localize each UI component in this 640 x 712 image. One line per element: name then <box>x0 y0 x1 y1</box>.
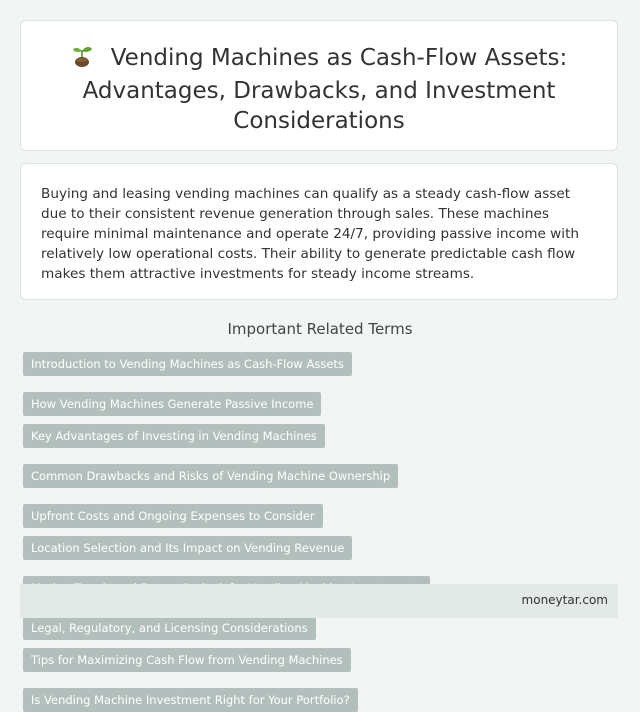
related-term-tag[interactable]: Legal, Regulatory, and Licensing Conside… <box>23 616 316 640</box>
page-title: Vending Machines as Cash-Flow Assets: Ad… <box>21 21 617 136</box>
footer: moneytar.com <box>20 584 618 618</box>
related-term-tag[interactable]: Location Selection and Its Impact on Ven… <box>23 536 353 560</box>
related-terms-heading: Important Related Terms <box>227 320 413 338</box>
related-term-tag[interactable]: Is Vending Machine Investment Right for … <box>23 688 358 712</box>
related-term-tag[interactable]: How Vending Machines Generate Passive In… <box>23 392 322 416</box>
related-terms-list: Introduction to Vending Machines as Cash… <box>23 352 623 712</box>
page-title-text: Vending Machines as Cash-Flow Assets: Ad… <box>82 45 568 134</box>
related-term-tag[interactable]: Key Advantages of Investing in Vending M… <box>23 424 325 448</box>
title-card: Vending Machines as Cash-Flow Assets: Ad… <box>20 20 618 151</box>
related-term-tag[interactable]: Upfront Costs and Ongoing Expenses to Co… <box>23 504 323 528</box>
footer-site-name: moneytar.com <box>521 593 608 607</box>
related-term-tag[interactable]: Common Drawbacks and Risks of Vending Ma… <box>23 464 399 488</box>
sprout-icon <box>71 44 93 76</box>
related-term-tag[interactable]: Tips for Maximizing Cash Flow from Vendi… <box>23 648 351 672</box>
summary-card: Buying and leasing vending machines can … <box>20 163 618 300</box>
summary-text: Buying and leasing vending machines can … <box>41 186 580 282</box>
related-term-tag[interactable]: Introduction to Vending Machines as Cash… <box>23 352 352 376</box>
